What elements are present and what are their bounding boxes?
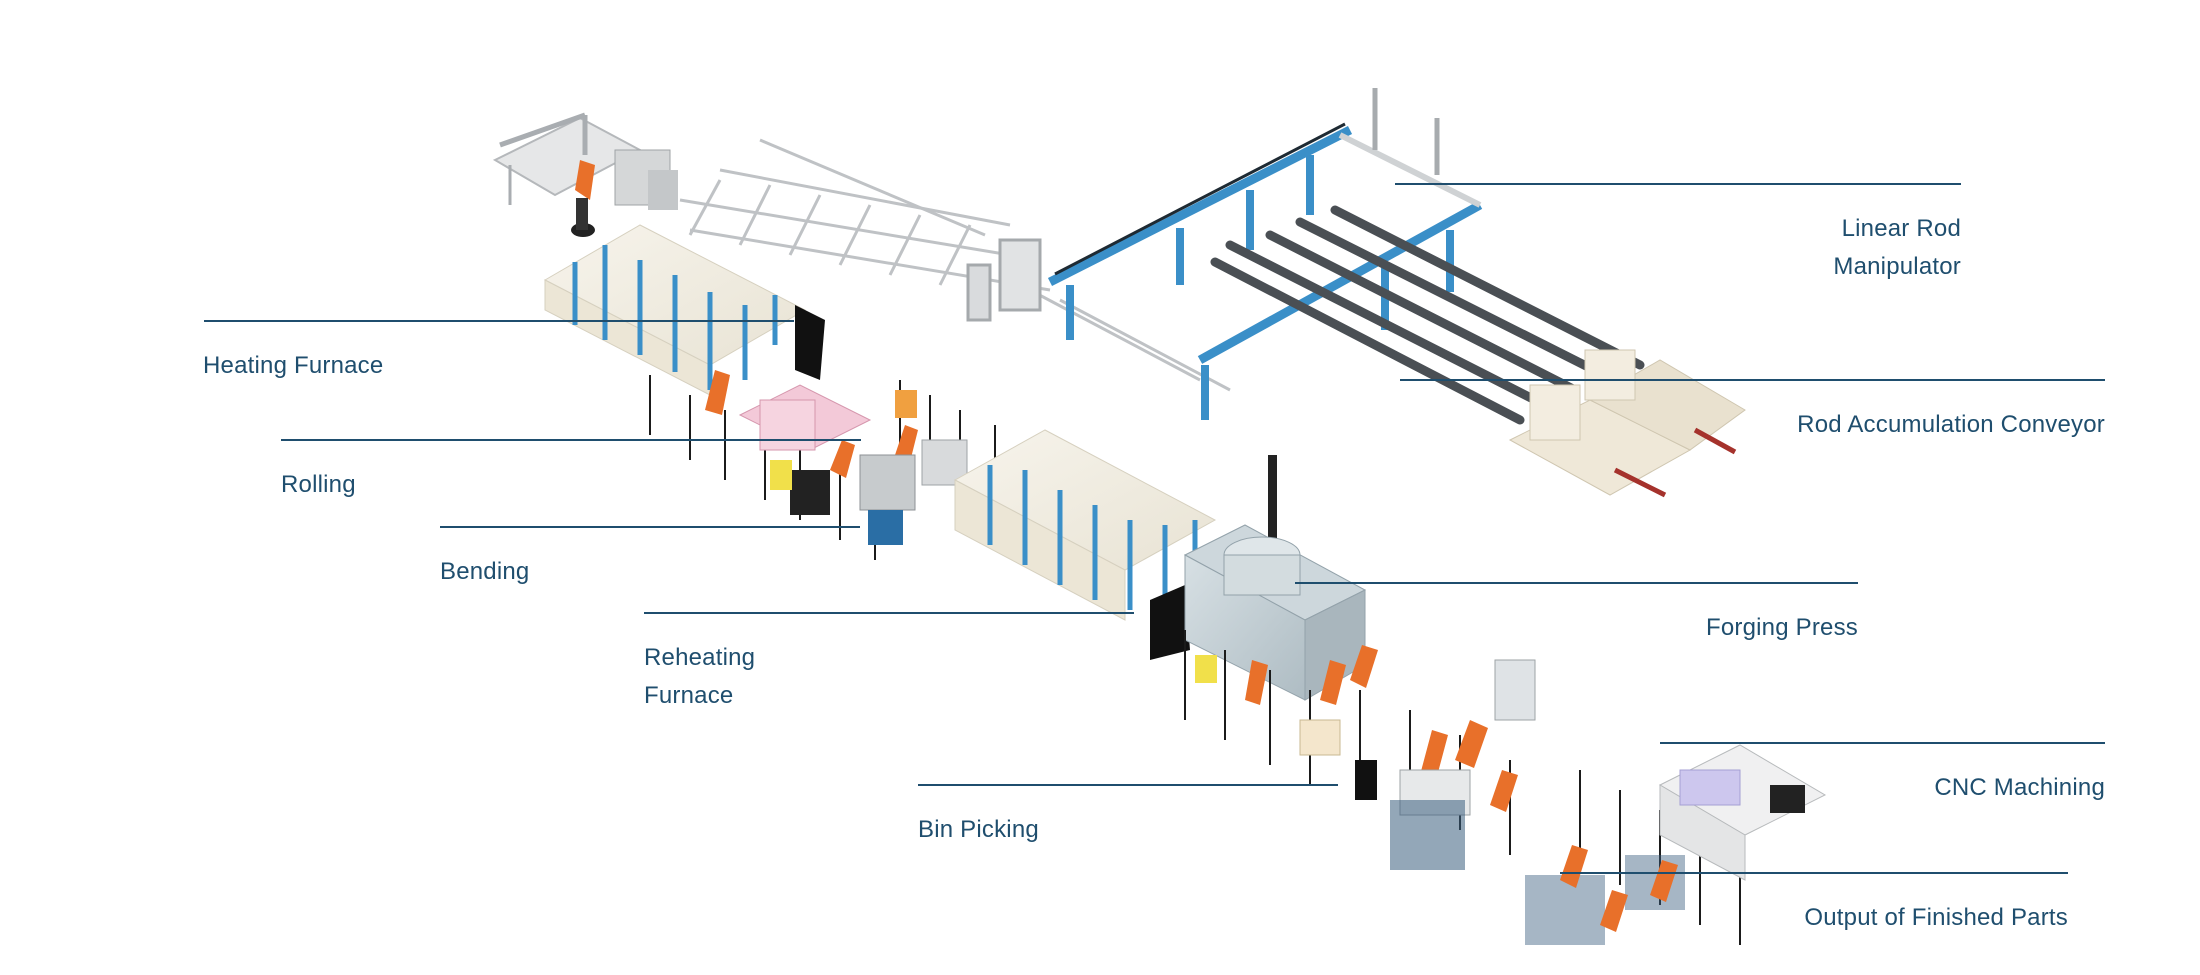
label-reheating-furnace: Reheating Furnace bbox=[644, 639, 755, 715]
rod-accumulation-chains bbox=[1210, 205, 1645, 425]
label-heating-furnace: Heating Furnace bbox=[203, 347, 383, 385]
label-reheating-furnace-line-1: Reheating bbox=[644, 644, 756, 671]
leader-line-output-of-finished-parts bbox=[1560, 872, 2068, 874]
leader-line-bin-picking bbox=[918, 784, 1338, 786]
rod-accumulation-end-stands bbox=[1508, 349, 1746, 498]
leader-line-cnc-machining bbox=[1660, 742, 2105, 744]
linear-rod-manipulator-gantry bbox=[1047, 88, 1483, 420]
leader-line-forging-press bbox=[1295, 582, 1858, 584]
label-bending: Bending bbox=[440, 553, 529, 591]
label-output-of-finished-parts: Output of Finished Parts bbox=[1804, 899, 2068, 937]
label-cnc-machining: CNC Machining bbox=[1934, 769, 2105, 807]
label-forging-press: Forging Press bbox=[1706, 609, 1858, 647]
label-rod-accumulation-conveyor-text: Rod Accumulation Conveyor bbox=[1797, 411, 2105, 438]
label-linear-rod-manipulator-line-1: Linear Rod bbox=[1841, 215, 1961, 242]
heating-furnace-unit bbox=[543, 224, 825, 396]
label-bin-picking: Bin Picking bbox=[918, 811, 1039, 849]
label-heating-furnace-text: Heating Furnace bbox=[203, 352, 384, 379]
label-bending-text: Bending bbox=[440, 558, 530, 585]
label-linear-rod-manipulator: Linear Rod Manipulator bbox=[1833, 210, 1961, 286]
label-rolling: Rolling bbox=[281, 466, 356, 504]
leader-line-rod-accumulation-conveyor bbox=[1400, 379, 2105, 381]
label-cnc-machining-text: CNC Machining bbox=[1934, 774, 2105, 801]
infeed-station bbox=[492, 112, 678, 237]
label-rolling-text: Rolling bbox=[281, 471, 356, 498]
label-output-of-finished-parts-text: Output of Finished Parts bbox=[1804, 904, 2068, 931]
label-reheating-furnace-line-2: Furnace bbox=[644, 682, 734, 709]
label-forging-press-text: Forging Press bbox=[1706, 614, 1858, 641]
label-linear-rod-manipulator-line-2: Manipulator bbox=[1833, 253, 1961, 280]
leader-line-bending bbox=[440, 526, 860, 528]
cnc-machining-output-cell bbox=[1390, 744, 1827, 945]
rod-rack-conveyor bbox=[679, 138, 1231, 392]
leader-line-reheating-furnace bbox=[644, 612, 1134, 614]
label-rod-accumulation-conveyor: Rod Accumulation Conveyor bbox=[1797, 406, 2105, 444]
leader-line-rolling bbox=[281, 439, 861, 441]
forging-press-unit bbox=[1183, 455, 1367, 701]
leader-line-heating-furnace bbox=[204, 320, 794, 322]
label-bin-picking-text: Bin Picking bbox=[918, 816, 1039, 843]
leader-line-linear-rod-manipulator bbox=[1395, 183, 1961, 185]
reheating-furnace-unit bbox=[953, 429, 1217, 660]
